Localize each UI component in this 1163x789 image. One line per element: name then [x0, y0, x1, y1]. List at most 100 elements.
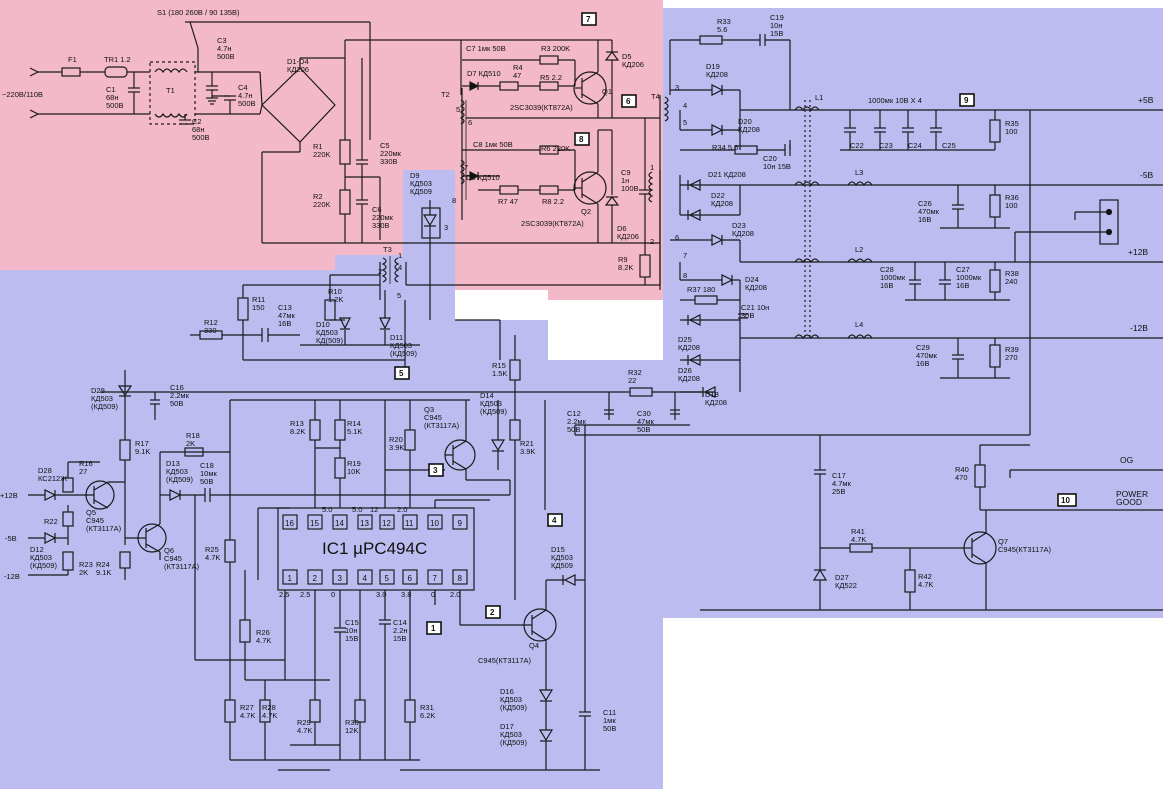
- label-labels-q2part: 2SC3039(КТ872А): [521, 219, 584, 228]
- tag-8: 8: [574, 132, 590, 146]
- t3-transformer: [381, 256, 400, 284]
- tag-7: 7: [581, 12, 597, 26]
- label-labels-l3: L3: [855, 168, 863, 177]
- tag-9: 9: [959, 93, 975, 107]
- label-voltages-v20: 2.0: [397, 505, 407, 514]
- tag-2-text: 2: [490, 608, 495, 617]
- label-rails-og: OG: [1120, 455, 1133, 465]
- label-labels-q1: Q1: [602, 87, 612, 96]
- label-labels-c22: C22: [850, 141, 864, 150]
- label-labels-q1part: 2SC3039(КТ872А): [510, 103, 573, 112]
- tag-3: 3: [428, 463, 444, 477]
- label-inputs-m5: -5В: [5, 534, 17, 543]
- label-rails-m12: -12В: [1130, 323, 1148, 333]
- label-labels-mains: ~220В/110В: [2, 90, 43, 99]
- label-labels-c24: C24: [908, 141, 922, 150]
- label-winding-t3_2: 2: [378, 267, 382, 276]
- ic-pin-box-3: [332, 569, 348, 585]
- label-labels-r5: R5 2.2: [540, 73, 562, 82]
- ic-pin-box-2: [307, 569, 323, 585]
- ic-pin-6: 6: [408, 574, 413, 583]
- label-rails-p12: +12В: [1128, 247, 1148, 257]
- ic-pin-14: 14: [335, 519, 344, 528]
- label-labels-r34: R34 5.6: [712, 143, 738, 152]
- label-labels-cbank: 1000мк 10В Х 4: [868, 96, 922, 105]
- label-voltages-v30: 3.0: [376, 590, 386, 599]
- label-rails-p5: +5В: [1138, 95, 1154, 105]
- ic-pin-box-13: [357, 514, 373, 530]
- tag-3-text: 3: [433, 466, 438, 475]
- label-labels-f1: F1: [68, 55, 77, 64]
- label-voltages-v0a: 0: [331, 590, 335, 599]
- ic-pin-box-11: [402, 514, 418, 530]
- label-winding-t4_3: 3: [675, 83, 679, 92]
- label-winding-t2_8: 8: [452, 196, 456, 205]
- ic-pin-13: 13: [360, 519, 369, 528]
- label-voltages-v0b: 0: [431, 590, 435, 599]
- label-winding-t3_5: 5: [397, 291, 401, 300]
- label-labels-r37: R37 180: [687, 285, 715, 294]
- ic-pin-11: 11: [405, 519, 414, 528]
- label-voltages-v50a: 5.0: [322, 505, 332, 514]
- label-winding-t2_6: 6: [468, 118, 472, 127]
- label-labels-l2: L2: [855, 245, 863, 254]
- ic-pin-3: 3: [338, 574, 343, 583]
- label-labels-q2: Q2: [581, 207, 591, 216]
- ic-pin-1: 1: [288, 574, 293, 583]
- tag-2: 2: [485, 605, 501, 619]
- ic-pin-5: 5: [385, 574, 390, 583]
- label-inputs-p12: +12В: [0, 491, 18, 500]
- label-labels-c23: C23: [879, 141, 893, 150]
- label-labels-d7: D7 КД510: [467, 69, 501, 78]
- label-voltages-v25a: 2.5: [279, 590, 289, 599]
- tag-4-text: 4: [552, 516, 557, 525]
- label-voltages-v20b: 2.0: [450, 590, 460, 599]
- label-labels-r3: R3 200K: [541, 44, 570, 53]
- ic-pin-box-4: [357, 569, 373, 585]
- label-winding-t2_7: 7: [464, 163, 468, 172]
- ic-pin-box-12: [379, 514, 395, 530]
- label-labels-c7: C7 1мк 50В: [466, 44, 506, 53]
